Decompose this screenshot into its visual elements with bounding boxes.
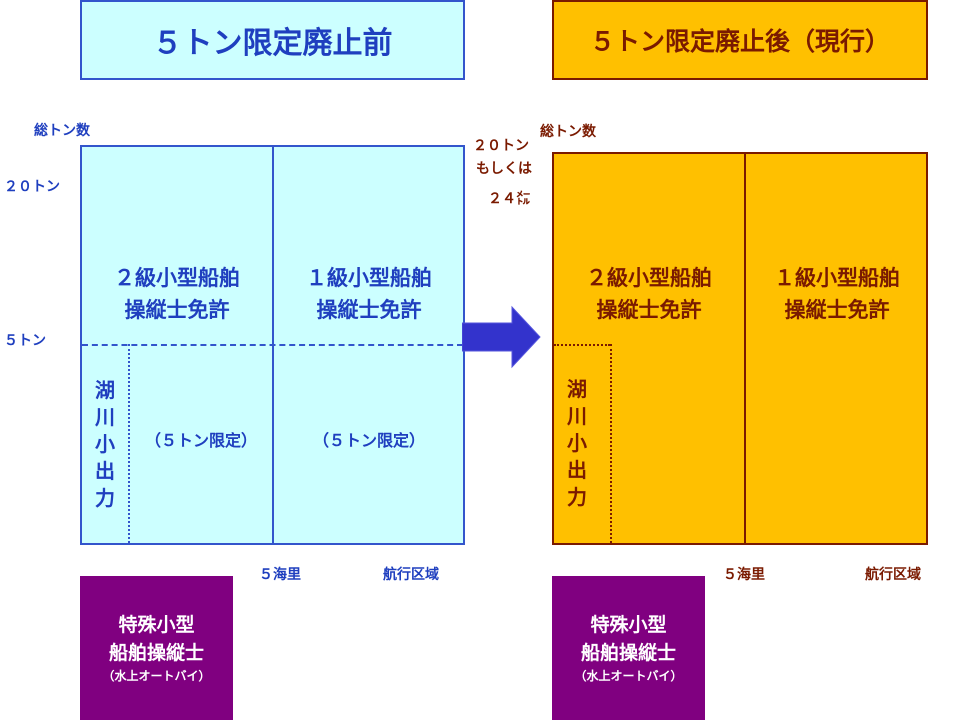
after-lake-river-divider	[610, 344, 612, 543]
before-x-axis-label: 航行区域	[383, 567, 439, 583]
after-tick-top-line1: ２０トン	[473, 138, 529, 154]
after-x-axis-label: 航行区域	[865, 567, 921, 583]
before-special-license: 特殊小型 船舶操縦士 （水上オートバイ）	[80, 576, 233, 720]
after-lake-river-top	[554, 344, 610, 346]
before-lake-river-label: 湖川小出力	[95, 378, 115, 510]
after-class1-license: １級小型船舶 操縦士免許	[774, 266, 900, 322]
after-special-license: 特殊小型 船舶操縦士 （水上オートバイ）	[552, 576, 705, 720]
after-special-license-title: 特殊小型 船舶操縦士	[580, 614, 676, 664]
after-5nm-divider	[744, 154, 746, 543]
after-lake-river-label: 湖川小出力	[567, 377, 587, 509]
before-5t-limit-left: （５トン限定）	[144, 431, 257, 450]
before-special-license-sub: （水上オートバイ）	[102, 669, 211, 683]
right-arrow-icon	[462, 305, 541, 369]
before-license-panel: ２級小型船舶 操縦士免許 １級小型船舶 操縦士免許 湖川小出力 （５トン限定） …	[80, 145, 465, 545]
before-title: ５トン限定廃止前	[80, 0, 465, 80]
after-x-tick-5nm: ５海里	[723, 567, 765, 583]
after-title: ５トン限定廃止後（現行）	[552, 0, 928, 80]
after-class2-license: ２級小型船舶 操縦士免許	[586, 266, 712, 322]
before-class1-license: １級小型船舶 操縦士免許	[306, 266, 432, 322]
before-special-license-title: 特殊小型 船舶操縦士	[108, 614, 204, 664]
before-class2-license: ２級小型船舶 操縦士免許	[114, 266, 240, 322]
before-lake-river-divider	[128, 344, 130, 543]
before-y-axis-label: 総トン数	[34, 123, 90, 139]
after-y-axis-label: 総トン数	[540, 124, 596, 140]
before-5t-divider	[82, 344, 463, 346]
before-tick-20t: ２０トン	[4, 179, 60, 195]
after-tick-top-line2: もしくは	[476, 161, 532, 177]
after-special-license-sub: （水上オートバイ）	[574, 669, 683, 683]
before-tick-5t: ５トン	[4, 333, 46, 349]
after-tick-top-line3: ２４㍍	[488, 191, 530, 207]
before-5t-limit-right: （５トン限定）	[312, 431, 425, 450]
after-license-panel: ２級小型船舶 操縦士免許 １級小型船舶 操縦士免許 湖川小出力	[552, 152, 928, 545]
before-x-tick-5nm: ５海里	[259, 567, 301, 583]
